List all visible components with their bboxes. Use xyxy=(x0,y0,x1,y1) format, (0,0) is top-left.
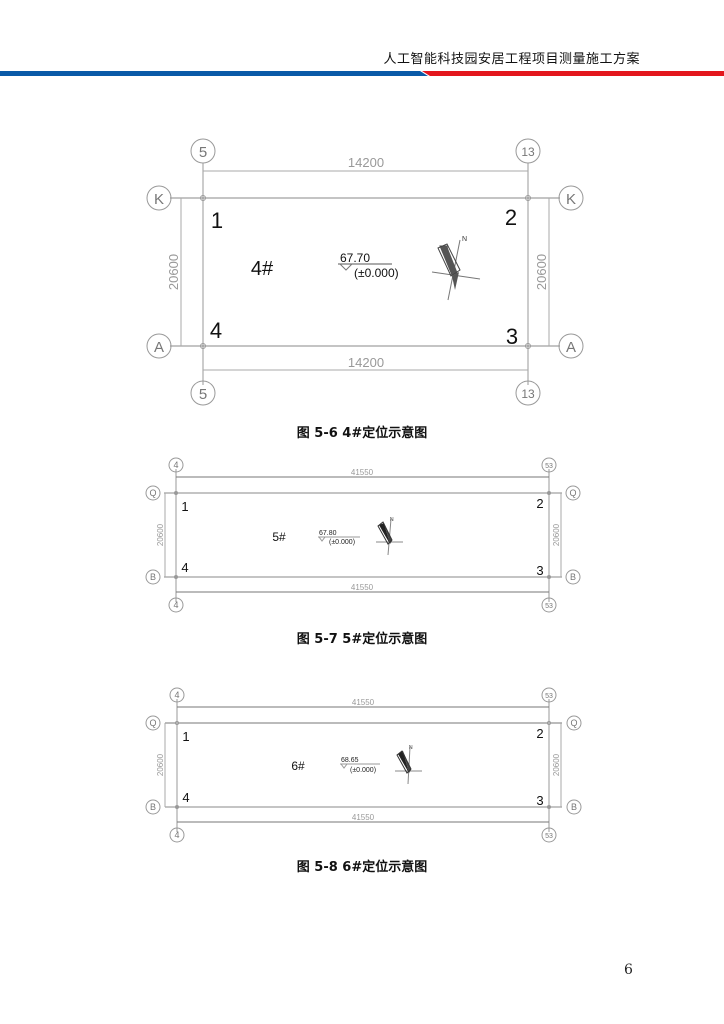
svg-text:20600: 20600 xyxy=(534,254,549,290)
svg-text:2: 2 xyxy=(505,205,517,230)
svg-text:4: 4 xyxy=(173,460,178,470)
figure-4-layout-drawing: 5 13 5 13 K K A A 14200 14200 20600 2060… xyxy=(146,138,584,406)
figure-5-layout-drawing: 4 53 4 53 Q Q B B 41550 41550 20600 2060… xyxy=(145,457,581,613)
svg-text:(±0.000): (±0.000) xyxy=(350,767,376,774)
svg-text:20600: 20600 xyxy=(552,523,561,546)
svg-text:41550: 41550 xyxy=(352,698,375,707)
svg-text:41550: 41550 xyxy=(351,468,374,477)
svg-text:A: A xyxy=(154,339,164,356)
svg-text:Q: Q xyxy=(149,718,156,728)
svg-text:1: 1 xyxy=(181,499,188,514)
svg-text:20600: 20600 xyxy=(156,753,165,776)
svg-text:14200: 14200 xyxy=(348,155,384,170)
svg-text:K: K xyxy=(154,191,164,208)
svg-text:3: 3 xyxy=(536,563,543,578)
svg-text:1: 1 xyxy=(211,208,223,233)
svg-text:(±0.000): (±0.000) xyxy=(329,539,355,546)
page-number: 6 xyxy=(624,962,633,978)
svg-text:13: 13 xyxy=(521,145,535,159)
svg-text:41550: 41550 xyxy=(351,583,374,592)
svg-text:B: B xyxy=(570,572,576,582)
svg-text:4: 4 xyxy=(181,560,188,575)
figure-caption: 图 5-7 5#定位示意图 xyxy=(296,632,428,647)
figure-6-layout-drawing: 4 53 4 53 Q Q B B 41550 41550 20600 2060… xyxy=(145,687,582,843)
svg-text:5: 5 xyxy=(199,386,207,403)
svg-text:20600: 20600 xyxy=(156,523,165,546)
svg-text:Q: Q xyxy=(149,488,156,498)
svg-text:6#: 6# xyxy=(291,759,305,773)
svg-text:N: N xyxy=(409,745,413,751)
svg-text:14200: 14200 xyxy=(348,355,384,370)
svg-text:20600: 20600 xyxy=(552,753,561,776)
north-arrow-icon: N xyxy=(395,745,422,785)
svg-text:Q: Q xyxy=(569,488,576,498)
figure-caption: 图 5-8 6#定位示意图 xyxy=(296,860,428,875)
svg-text:N: N xyxy=(390,517,394,523)
svg-text:41550: 41550 xyxy=(352,813,375,822)
svg-text:53: 53 xyxy=(545,833,553,840)
svg-text:68.65: 68.65 xyxy=(341,757,359,764)
svg-text:4#: 4# xyxy=(251,258,274,280)
svg-text:B: B xyxy=(150,802,156,812)
svg-text:N: N xyxy=(462,236,467,243)
svg-text:20600: 20600 xyxy=(166,254,181,290)
svg-text:4: 4 xyxy=(174,830,179,840)
svg-text:2: 2 xyxy=(536,726,543,741)
svg-text:B: B xyxy=(150,572,156,582)
north-arrow-icon: N xyxy=(376,517,403,556)
svg-text:B: B xyxy=(571,802,577,812)
document-header-title: 人工智能科技园安居工程项目测量施工方案 xyxy=(383,52,640,67)
svg-text:3: 3 xyxy=(536,793,543,808)
svg-text:2: 2 xyxy=(536,496,543,511)
svg-text:67.80: 67.80 xyxy=(319,530,337,537)
svg-text:5#: 5# xyxy=(272,530,286,544)
svg-text:4: 4 xyxy=(173,600,178,610)
svg-text:(±0.000): (±0.000) xyxy=(354,266,399,280)
svg-text:5: 5 xyxy=(199,144,207,161)
svg-text:A: A xyxy=(566,339,576,356)
svg-text:53: 53 xyxy=(545,463,553,470)
svg-text:4: 4 xyxy=(182,790,189,805)
svg-text:3: 3 xyxy=(506,324,518,349)
header-divider-bar xyxy=(0,71,724,76)
svg-text:K: K xyxy=(566,191,576,208)
svg-text:4: 4 xyxy=(210,318,222,343)
north-arrow-icon: N xyxy=(431,236,481,301)
svg-text:53: 53 xyxy=(545,693,553,700)
svg-text:1: 1 xyxy=(182,729,189,744)
svg-text:Q: Q xyxy=(570,718,577,728)
svg-text:13: 13 xyxy=(521,387,535,401)
svg-text:67.70: 67.70 xyxy=(340,251,370,265)
svg-text:53: 53 xyxy=(545,603,553,610)
svg-text:4: 4 xyxy=(174,690,179,700)
figure-caption: 图 5-6 4#定位示意图 xyxy=(296,426,428,441)
